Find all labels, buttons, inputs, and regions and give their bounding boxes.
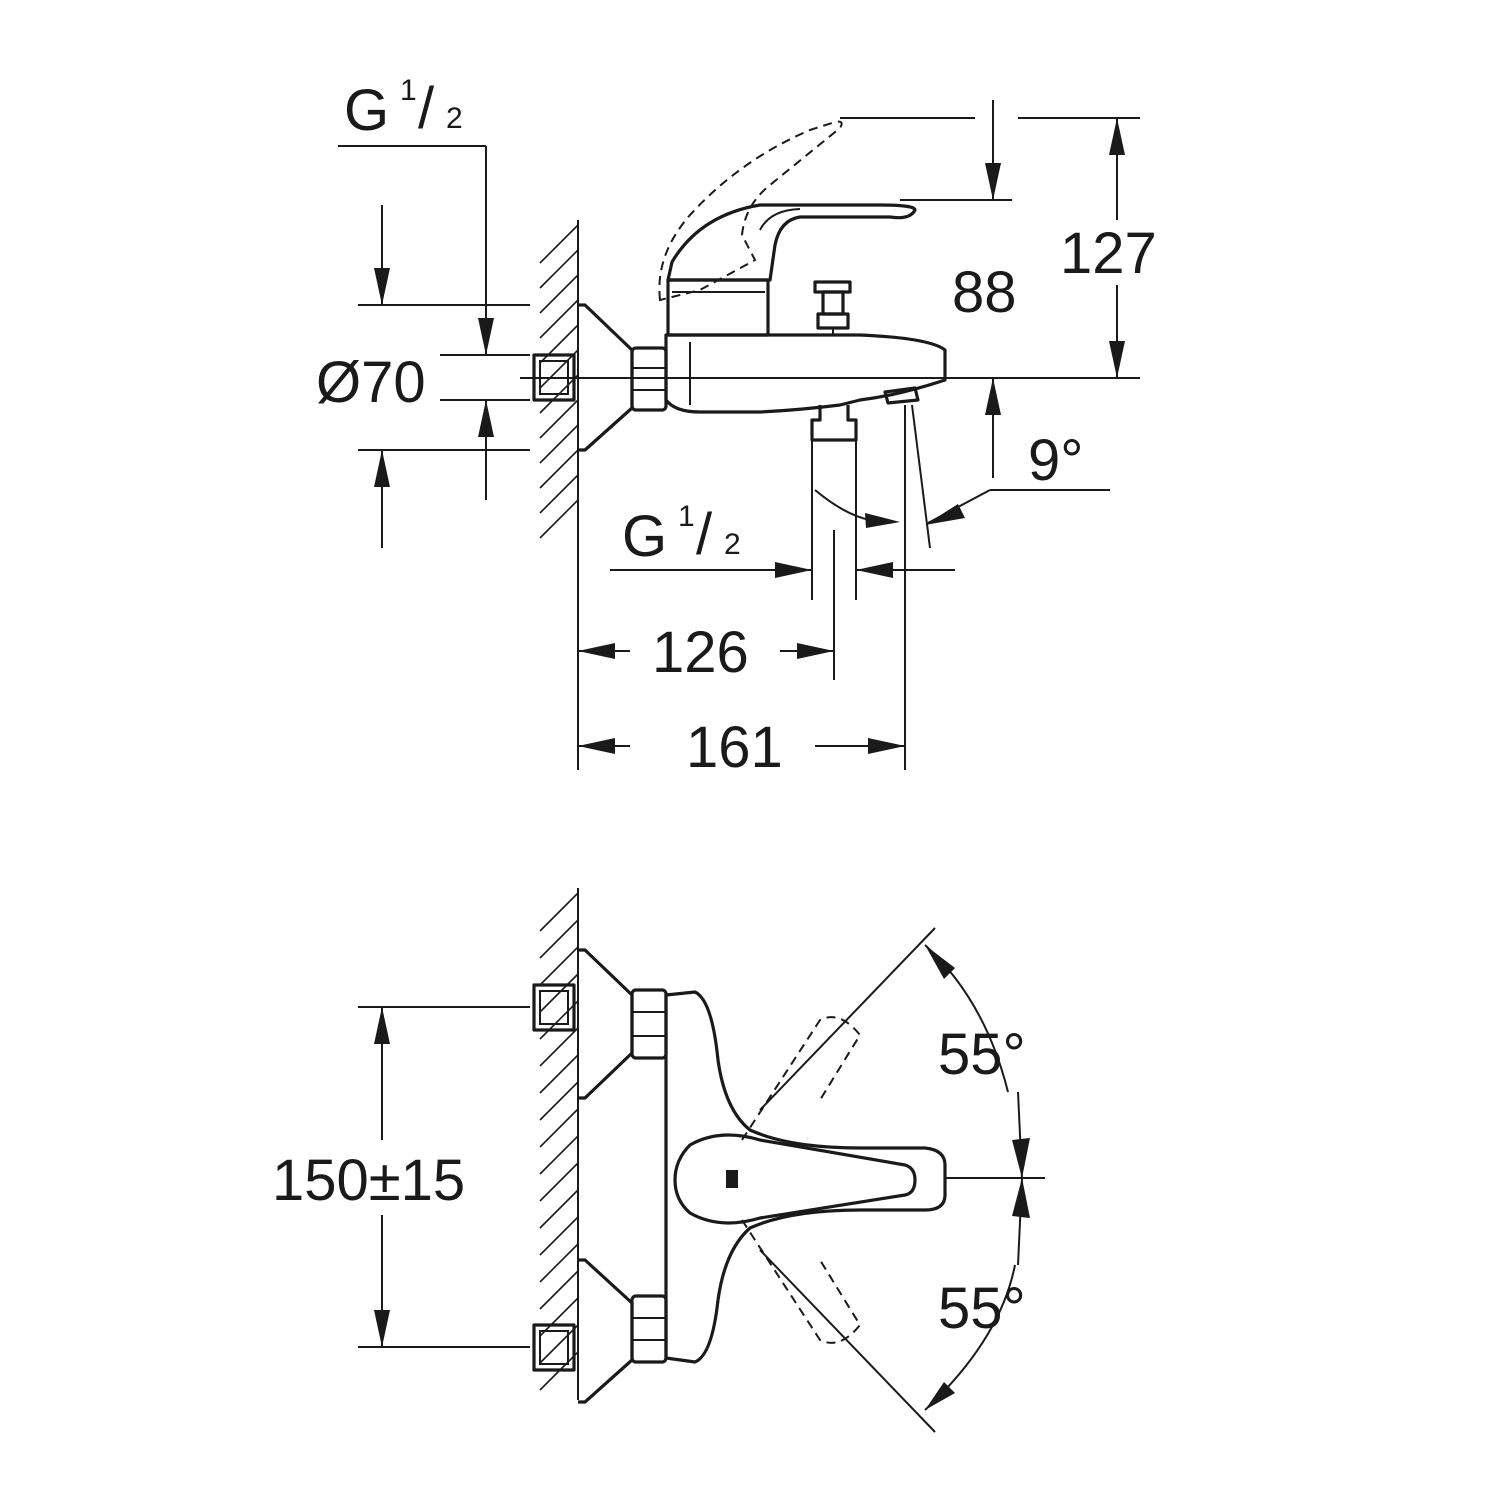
diverter-knob	[813, 280, 852, 335]
lever-top	[673, 1133, 917, 1225]
thread-label-bottom: G 1 / 2	[622, 500, 741, 569]
diameter-label: Ø70	[316, 350, 426, 415]
angle-down-label: 55°	[938, 1276, 1026, 1341]
thread-top-letter: G	[344, 78, 389, 143]
union-nut-upper	[630, 988, 668, 1060]
shower-outlet	[810, 405, 858, 442]
mixer-body-top	[664, 990, 947, 1364]
side-view: G 1 / 2 Ø70 127 88 9° G 1 / 2 126 161	[316, 74, 1157, 780]
thread-bottom-num: 1	[678, 500, 695, 533]
height-127-label: 127	[1060, 221, 1157, 286]
thread-top-slash: /	[418, 76, 435, 141]
width-161-label: 161	[686, 715, 783, 780]
thread-bottom-slash: /	[696, 502, 713, 567]
lever-handle	[666, 203, 917, 282]
union-nut-lower	[630, 1294, 668, 1364]
lever-swung-down	[741, 1219, 862, 1344]
inlet-fitting-upper	[532, 983, 576, 1032]
lever-swung-up	[741, 1016, 862, 1141]
thread-top-num: 1	[400, 74, 417, 107]
thread-label-top: G 1 / 2	[344, 74, 463, 143]
thread-bottom-den: 2	[724, 528, 741, 561]
escutcheon-lower	[578, 1258, 634, 1404]
lever-raised-outline	[658, 120, 843, 302]
angle-9-label: 9°	[1028, 428, 1083, 493]
top-view: 150±15 55° 55°	[272, 888, 1045, 1433]
thread-top-den: 2	[446, 102, 463, 135]
width-126-label: 126	[652, 620, 749, 685]
mixer-body	[664, 333, 947, 414]
aerator	[883, 386, 920, 405]
lever-indicator	[726, 1170, 738, 1188]
wall-hatch-top	[539, 888, 579, 1400]
cartridge-housing	[666, 278, 770, 337]
height-88-label: 88	[952, 260, 1017, 325]
angle-up-label: 55°	[938, 1022, 1026, 1087]
inlet-fitting-lower	[532, 1323, 576, 1372]
escutcheon-upper	[578, 948, 634, 1100]
thread-bottom-letter: G	[622, 504, 667, 569]
distance-label: 150±15	[272, 1148, 465, 1213]
